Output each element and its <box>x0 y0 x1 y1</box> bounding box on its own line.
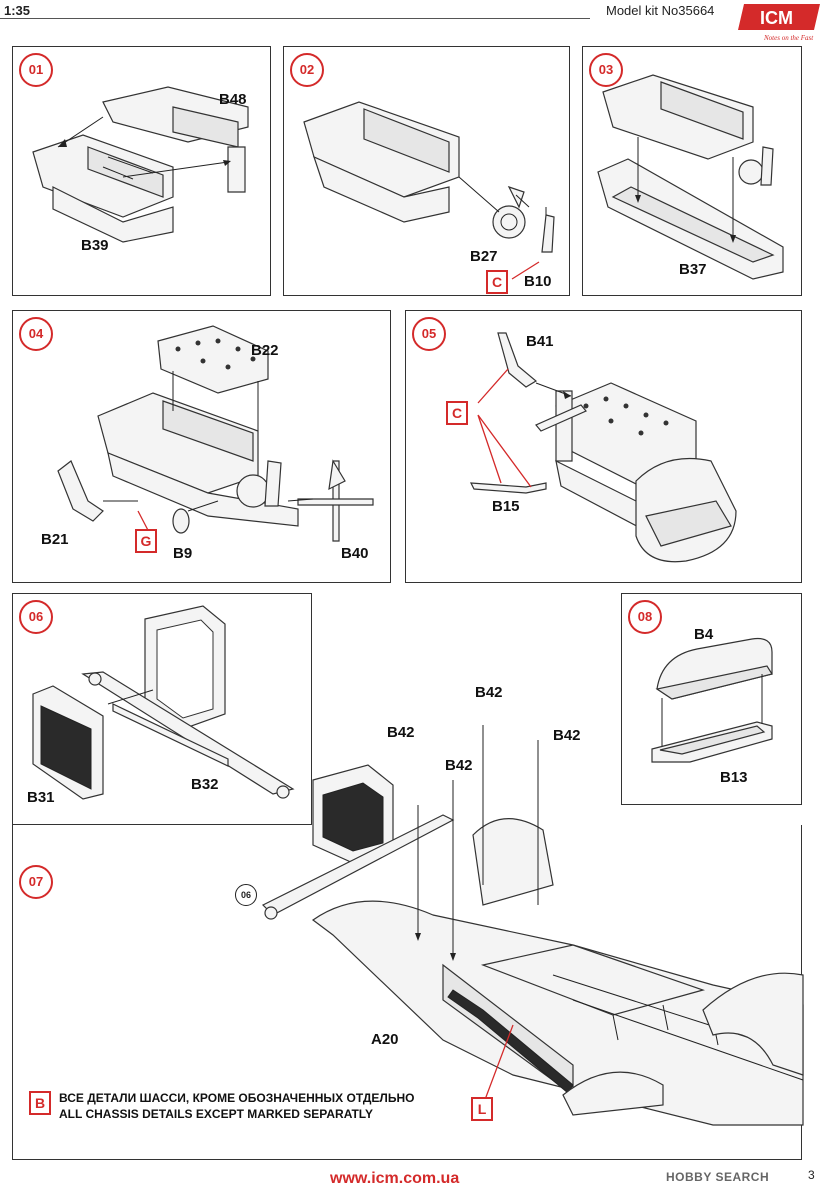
step-06-panel: 06 B31 B32 <box>12 593 312 825</box>
engine-block-illustration <box>303 101 555 280</box>
part-label-b48: B48 <box>219 91 247 108</box>
icm-logo: ICM Notes on the Fast <box>738 4 820 42</box>
step-number-07: 07 <box>19 865 53 899</box>
part-label-b21: B21 <box>41 531 69 548</box>
svg-text:ICM: ICM <box>760 8 793 28</box>
part-label-b4: B4 <box>694 626 714 643</box>
fuel-tank-illustration <box>651 637 773 763</box>
step-number-03: 03 <box>589 53 623 87</box>
chassis-note: ВСЕ ДЕТАЛИ ШАССИ, КРОМЕ ОБОЗНАЧЕННЫХ ОТД… <box>59 1090 414 1122</box>
part-label-b31: B31 <box>27 789 55 806</box>
part-label-b42-right: B42 <box>553 727 581 744</box>
part-label-b41: B41 <box>526 333 554 350</box>
part-label-b37: B37 <box>679 261 707 278</box>
part-label-b40: B40 <box>341 545 369 562</box>
marker-c: C <box>486 270 508 294</box>
part-label-b22: B22 <box>251 342 279 359</box>
step-08-panel: 08 B4 B13 <box>621 593 802 805</box>
marker-l: L <box>471 1097 493 1121</box>
step-number-04: 04 <box>19 317 53 351</box>
scale-label: 1:35 <box>4 3 31 18</box>
chassis-frame-illustration <box>261 725 804 1126</box>
engine-head-fan-illustration <box>57 325 374 542</box>
engine-with-oil-pan-illustration <box>597 74 784 280</box>
step-05-panel: 05 B41 C B15 <box>405 310 802 583</box>
step-number-05: 05 <box>412 317 446 351</box>
part-label-a20: A20 <box>371 1031 399 1048</box>
step-number-02: 02 <box>290 53 324 87</box>
header-rule <box>0 18 590 19</box>
svg-text:Notes on the Fast: Notes on the Fast <box>763 34 814 42</box>
marker-c: C <box>446 401 468 425</box>
hobbysearch-watermark: HOBBY SEARCH <box>666 1170 770 1184</box>
step-04-panel: 04 B22 B21 G B9 B40 <box>12 310 391 583</box>
part-label-b39: B39 <box>81 237 109 254</box>
step-number-01: 01 <box>19 53 53 87</box>
part-label-b27: B27 <box>470 248 498 265</box>
part-label-b42-mid: B42 <box>445 757 473 774</box>
marker-g: G <box>135 529 157 553</box>
chassis-note-ru: ВСЕ ДЕТАЛИ ШАССИ, КРОМЕ ОБОЗНАЧЕННЫХ ОТД… <box>59 1091 415 1105</box>
page-header: 1:35 Model kit No35664 ICM Notes on the … <box>0 0 824 42</box>
footer-url[interactable]: www.icm.com.ua <box>330 1170 460 1187</box>
step-number-08: 08 <box>628 600 662 634</box>
part-label-b10: B10 <box>524 273 552 290</box>
step-01-panel: 01 B48 B39 <box>12 46 271 296</box>
radiator-front-axle-illustration <box>32 605 295 800</box>
step-03-panel: 03 B37 <box>582 46 802 296</box>
chassis-note-en: ALL CHASSIS DETAILS EXCEPT MARKED SEPARA… <box>59 1107 374 1121</box>
part-label-b42-top: B42 <box>475 684 503 701</box>
step-number-06: 06 <box>19 600 53 634</box>
part-label-b42-left: B42 <box>387 724 415 741</box>
step-reference-06: 06 <box>235 884 257 906</box>
marker-b: B <box>29 1091 51 1115</box>
part-label-b13: B13 <box>720 769 748 786</box>
step-02-panel: 02 B27 C B10 <box>283 46 570 296</box>
engine-assembly-illustration <box>469 332 737 563</box>
kit-number: Model kit No35664 <box>606 3 715 18</box>
page-number: 3 <box>808 1168 815 1182</box>
part-label-b9: B9 <box>173 545 193 562</box>
engine-block-illustration <box>32 86 249 243</box>
part-label-b15: B15 <box>492 498 520 515</box>
part-label-b32: B32 <box>191 776 219 793</box>
step-07-panel: 07 06 B42 B42 B42 B42 A20 L B ВСЕ ДЕТАЛИ… <box>12 684 804 1160</box>
